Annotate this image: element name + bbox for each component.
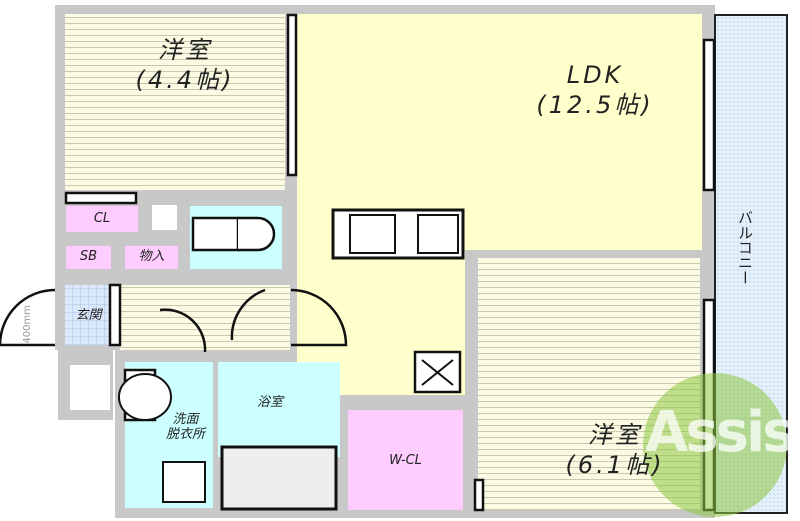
room-walk-in-closet [348,410,463,510]
room-label-closet: CL [93,211,111,226]
dimension-note: 400mm [22,305,33,344]
washing-machine [162,461,206,503]
room-bathroom [218,362,340,457]
room-label-balcony: バルコニー [736,210,754,285]
room-label-storage: 物入 [138,249,165,264]
watermark-logo [643,373,787,517]
room-label-entrance: 玄関 [75,308,102,323]
room-label-western-south: 洋室(6.1帖) [565,421,665,479]
bathtub [220,445,338,511]
room-label-washroom: 洗面 脱衣所 [165,412,205,442]
room-label-ldk: LDK(12.5帖) [536,61,654,119]
watermark-text: Assist [645,400,800,465]
sink-icon [349,214,396,254]
room-entrance [65,285,111,345]
room-closet [66,206,138,232]
room-label-western-north: 洋室(4.4帖) [135,36,235,94]
room-storage [125,246,178,269]
room-label-shoe-box: SB [79,249,98,264]
toilet [191,216,240,252]
stove-icon [417,214,459,254]
room-label-bathroom: 浴室 [256,395,283,410]
room-label-walk-in-closet: W-CL [389,453,422,468]
room-shoe-box [66,246,111,269]
room-western-north [65,14,285,190]
